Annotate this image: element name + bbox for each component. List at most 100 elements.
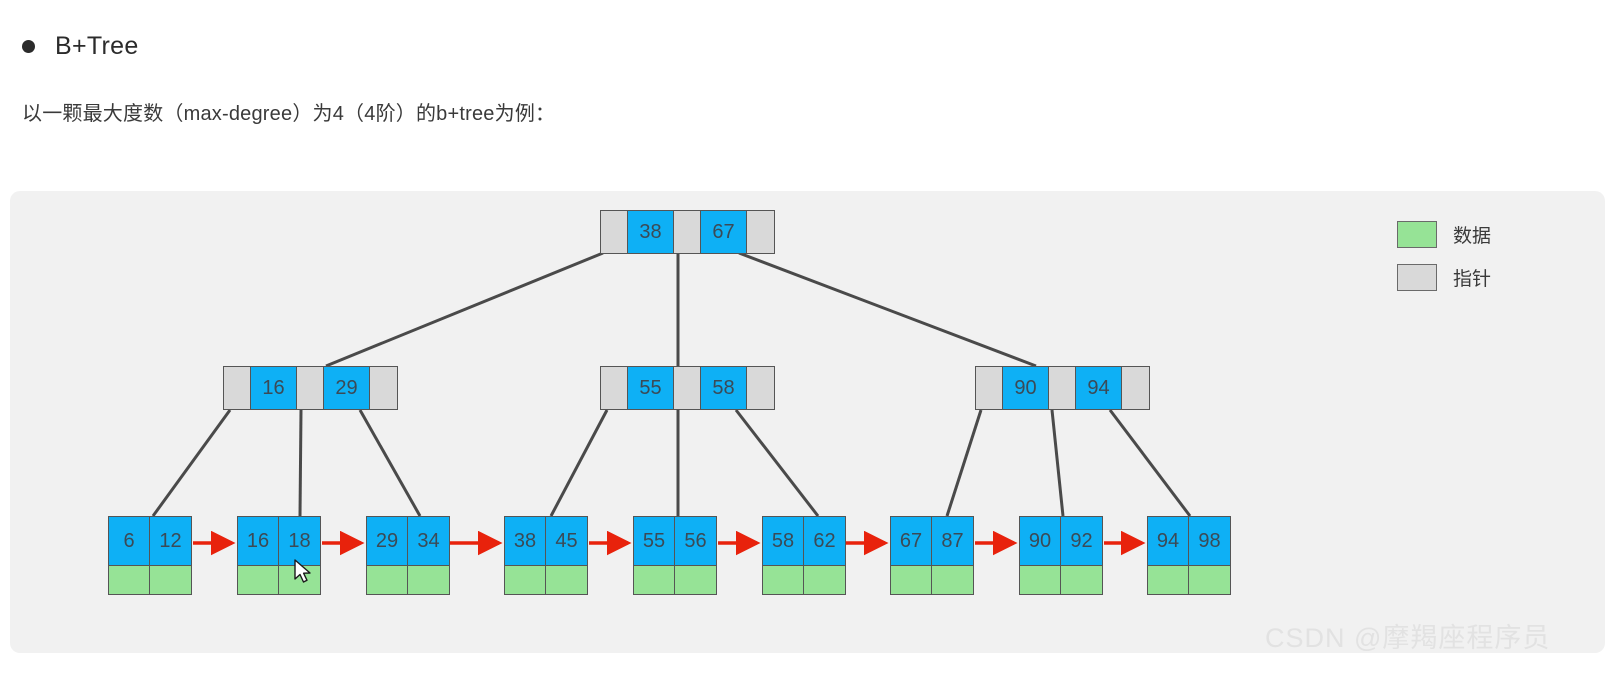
pointer-cell bbox=[601, 211, 628, 253]
leaf-key-cell: 12 bbox=[150, 517, 191, 565]
leaf-key-cell: 90 bbox=[1020, 517, 1062, 565]
data-swatch-icon bbox=[1397, 221, 1437, 248]
leaf-data-cell bbox=[804, 566, 845, 594]
leaf-data-row bbox=[763, 565, 845, 594]
leaf-key-cell: 94 bbox=[1148, 517, 1190, 565]
pointer-cell bbox=[747, 211, 774, 253]
leaf-key-row: 94 98 bbox=[1148, 517, 1230, 565]
page-title: B+Tree bbox=[55, 32, 139, 60]
pointer-cell bbox=[297, 367, 324, 409]
pointer-cell bbox=[224, 367, 251, 409]
leaf-key-cell: 92 bbox=[1061, 517, 1102, 565]
leaf-key-cell: 67 bbox=[891, 517, 933, 565]
key-cell: 16 bbox=[251, 367, 297, 409]
bullet-dot-icon bbox=[22, 40, 35, 53]
leaf-key-row: 16 18 bbox=[238, 517, 320, 565]
leaf-data-row bbox=[367, 565, 449, 594]
leaf-data-cell bbox=[1189, 566, 1230, 594]
leaf-data-row bbox=[109, 565, 191, 594]
leaf-data-row bbox=[634, 565, 716, 594]
leaf-key-row: 67 87 bbox=[891, 517, 973, 565]
leaf-key-cell: 38 bbox=[505, 517, 547, 565]
pointer-cell bbox=[601, 367, 628, 409]
leaf-key-cell: 87 bbox=[932, 517, 973, 565]
leaf-data-cell bbox=[238, 566, 280, 594]
leaf-key-row: 29 34 bbox=[367, 517, 449, 565]
tree-leaf-node[interactable]: 90 92 bbox=[1019, 516, 1103, 595]
tree-node-internal-mid[interactable]: 55 58 bbox=[600, 366, 775, 410]
pointer-cell bbox=[976, 367, 1003, 409]
key-cell: 94 bbox=[1076, 367, 1122, 409]
tree-leaf-node[interactable]: 67 87 bbox=[890, 516, 974, 595]
tree-leaf-node[interactable]: 55 56 bbox=[633, 516, 717, 595]
pointer-cell bbox=[1049, 367, 1076, 409]
pointer-swatch-icon bbox=[1397, 264, 1437, 291]
leaf-data-row bbox=[238, 565, 320, 594]
pointer-cell bbox=[370, 367, 397, 409]
leaf-key-cell: 56 bbox=[675, 517, 716, 565]
leaf-data-cell bbox=[1020, 566, 1062, 594]
tree-leaf-node[interactable]: 16 18 bbox=[237, 516, 321, 595]
leaf-key-cell: 16 bbox=[238, 517, 280, 565]
leaf-data-cell bbox=[932, 566, 973, 594]
leaf-key-row: 38 45 bbox=[505, 517, 587, 565]
leaf-data-cell bbox=[109, 566, 151, 594]
leaf-data-cell bbox=[634, 566, 676, 594]
leaf-key-row: 90 92 bbox=[1020, 517, 1102, 565]
leaf-data-cell bbox=[408, 566, 449, 594]
key-cell: 38 bbox=[628, 211, 674, 253]
key-cell: 29 bbox=[324, 367, 370, 409]
leaf-data-cell bbox=[546, 566, 587, 594]
pointer-cell bbox=[1122, 367, 1149, 409]
leaf-data-cell bbox=[763, 566, 805, 594]
leaf-data-cell bbox=[675, 566, 716, 594]
leaf-data-row bbox=[1020, 565, 1102, 594]
legend-item-data: 数据 bbox=[1397, 221, 1491, 248]
key-cell: 58 bbox=[701, 367, 747, 409]
tree-node-internal-right[interactable]: 90 94 bbox=[975, 366, 1150, 410]
pointer-cell bbox=[674, 211, 701, 253]
subtitle-text: 以一颗最大度数（max-degree）为4（4阶）的b+tree为例： bbox=[22, 103, 556, 125]
leaf-data-cell bbox=[891, 566, 933, 594]
legend-item-pointer: 指针 bbox=[1397, 264, 1491, 291]
key-cell: 67 bbox=[701, 211, 747, 253]
leaf-key-row: 6 12 bbox=[109, 517, 191, 565]
tree-node-root[interactable]: 38 67 bbox=[600, 210, 775, 254]
leaf-data-cell bbox=[1148, 566, 1190, 594]
leaf-key-row: 58 62 bbox=[763, 517, 845, 565]
leaf-key-cell: 62 bbox=[804, 517, 845, 565]
leaf-key-cell: 29 bbox=[367, 517, 409, 565]
leaf-data-row bbox=[505, 565, 587, 594]
leaf-key-cell: 34 bbox=[408, 517, 449, 565]
tree-node-internal-left[interactable]: 16 29 bbox=[223, 366, 398, 410]
leaf-data-cell bbox=[279, 566, 320, 594]
key-cell: 90 bbox=[1003, 367, 1049, 409]
leaf-data-row bbox=[1148, 565, 1230, 594]
leaf-key-row: 55 56 bbox=[634, 517, 716, 565]
leaf-key-cell: 18 bbox=[279, 517, 320, 565]
key-cell: 55 bbox=[628, 367, 674, 409]
tree-leaf-node[interactable]: 38 45 bbox=[504, 516, 588, 595]
legend-label: 指针 bbox=[1453, 269, 1492, 290]
pointer-cell bbox=[747, 367, 774, 409]
tree-leaf-node[interactable]: 94 98 bbox=[1147, 516, 1231, 595]
leaf-key-cell: 55 bbox=[634, 517, 676, 565]
legend: 数据 指针 bbox=[1397, 221, 1491, 307]
leaf-data-cell bbox=[367, 566, 409, 594]
leaf-data-cell bbox=[1061, 566, 1102, 594]
leaf-key-cell: 6 bbox=[109, 517, 151, 565]
diagram-canvas: 38 67 16 29 55 58 9 bbox=[10, 191, 1605, 653]
leaf-key-cell: 98 bbox=[1189, 517, 1230, 565]
pointer-cell bbox=[674, 367, 701, 409]
diagram-panel: 38 67 16 29 55 58 9 bbox=[10, 191, 1605, 653]
bullet-heading: B+Tree bbox=[22, 34, 139, 59]
leaf-data-cell bbox=[505, 566, 547, 594]
tree-leaf-node[interactable]: 6 12 bbox=[108, 516, 192, 595]
legend-label: 数据 bbox=[1453, 226, 1492, 247]
tree-leaf-node[interactable]: 29 34 bbox=[366, 516, 450, 595]
leaf-key-cell: 45 bbox=[546, 517, 587, 565]
leaf-data-row bbox=[891, 565, 973, 594]
watermark-text: CSDN @摩羯座程序员 bbox=[1265, 623, 1551, 653]
tree-leaf-node[interactable]: 58 62 bbox=[762, 516, 846, 595]
